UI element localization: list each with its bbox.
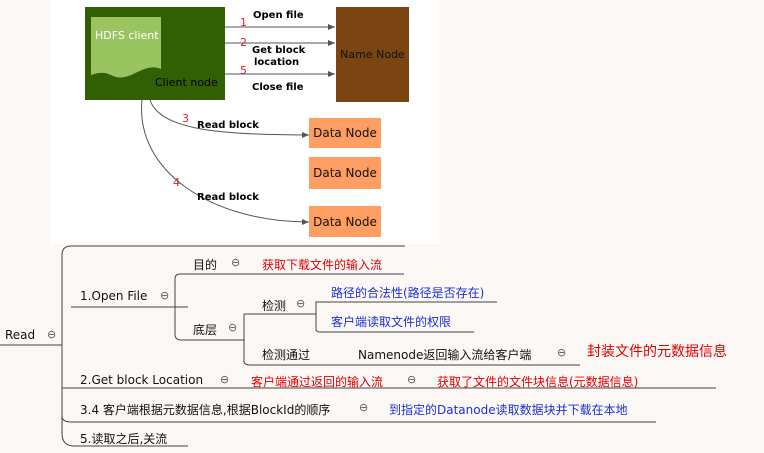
- node-check-item-permission: 客户端读取文件的权限: [331, 315, 452, 329]
- data-node-2: Data Node: [309, 157, 381, 189]
- collapse-toggle-get-block[interactable]: ⊖: [220, 373, 230, 386]
- data-node-3: Data Node: [309, 206, 381, 237]
- collapse-toggle-read-blocks[interactable]: ⊖: [359, 401, 369, 414]
- node-get-block-value: 客户端通过返回的输入流: [251, 375, 384, 389]
- node-get-block-result: 获取了文件的文件块信息(元数据信息): [437, 375, 639, 389]
- step-number-4: 4: [173, 176, 180, 189]
- data-node-label: Data Node: [313, 126, 377, 140]
- collapse-toggle-check-pass[interactable]: ⊖: [557, 346, 567, 359]
- step-number-1: 1: [240, 16, 247, 29]
- name-node-box: Name Node: [336, 7, 409, 102]
- arrow-read-block-2: [141, 99, 310, 225]
- data-node-label: Data Node: [313, 166, 377, 180]
- hdfs-client-label: HDFS client: [95, 29, 159, 42]
- get-block-label-line1: Get block: [252, 45, 306, 56]
- name-node-label: Name Node: [340, 48, 405, 61]
- client-node-box: HDFS client Client node: [85, 7, 225, 100]
- collapse-toggle-get-block-value[interactable]: ⊖: [407, 373, 417, 386]
- node-check-pass-value: Namenode返回输入流给客户端: [358, 348, 532, 362]
- step-number-5: 5: [240, 64, 247, 77]
- node-read-blocks-value: 到指定的Datanode读取数据块并下载在本地: [389, 403, 628, 417]
- mindmap-connectors: [0, 245, 716, 447]
- collapse-toggle-root[interactable]: ⊖: [47, 328, 57, 341]
- client-node-label: Client node: [155, 76, 218, 89]
- node-open-file: 1.Open File: [80, 289, 148, 303]
- data-node-1: Data Node: [309, 118, 381, 148]
- get-block-label-line2: location: [254, 57, 300, 68]
- hdfs-client-document-icon: [91, 17, 161, 78]
- collapse-toggle-underlying[interactable]: ⊖: [228, 321, 238, 334]
- collapse-toggle-open-file[interactable]: ⊖: [160, 289, 170, 302]
- data-node-label: Data Node: [313, 214, 377, 229]
- node-purpose-value: 获取下载文件的输入流: [262, 258, 383, 272]
- close-file-label: Close file: [252, 82, 304, 93]
- arrow-read-block-1: [149, 99, 310, 138]
- step-number-2: 2: [240, 36, 247, 49]
- node-check-item-path: 路径的合法性(路径是否存在): [331, 286, 485, 300]
- node-close: 5.读取之后,关流: [80, 432, 168, 446]
- mindmap-root: Read: [5, 328, 36, 342]
- node-get-block-location: 2.Get block Location: [80, 373, 204, 387]
- collapse-toggle-purpose[interactable]: ⊖: [231, 256, 241, 269]
- collapse-toggle-check[interactable]: ⊖: [296, 297, 306, 310]
- open-file-label: Open file: [253, 10, 304, 21]
- node-read-blocks: 3.4 客户端根据元数据信息,根据BlockId的顺序: [80, 403, 331, 417]
- node-purpose: 目的: [193, 258, 218, 272]
- node-check-pass: 检测通过: [262, 348, 311, 362]
- read-block-label-1: Read block: [197, 120, 259, 131]
- read-block-label-2: Read block: [197, 192, 259, 203]
- step-number-3: 3: [182, 112, 189, 125]
- node-check: 检测: [262, 299, 287, 313]
- node-underlying: 底层: [193, 323, 218, 337]
- node-metadata-note: 封装文件的元数据信息: [587, 344, 727, 360]
